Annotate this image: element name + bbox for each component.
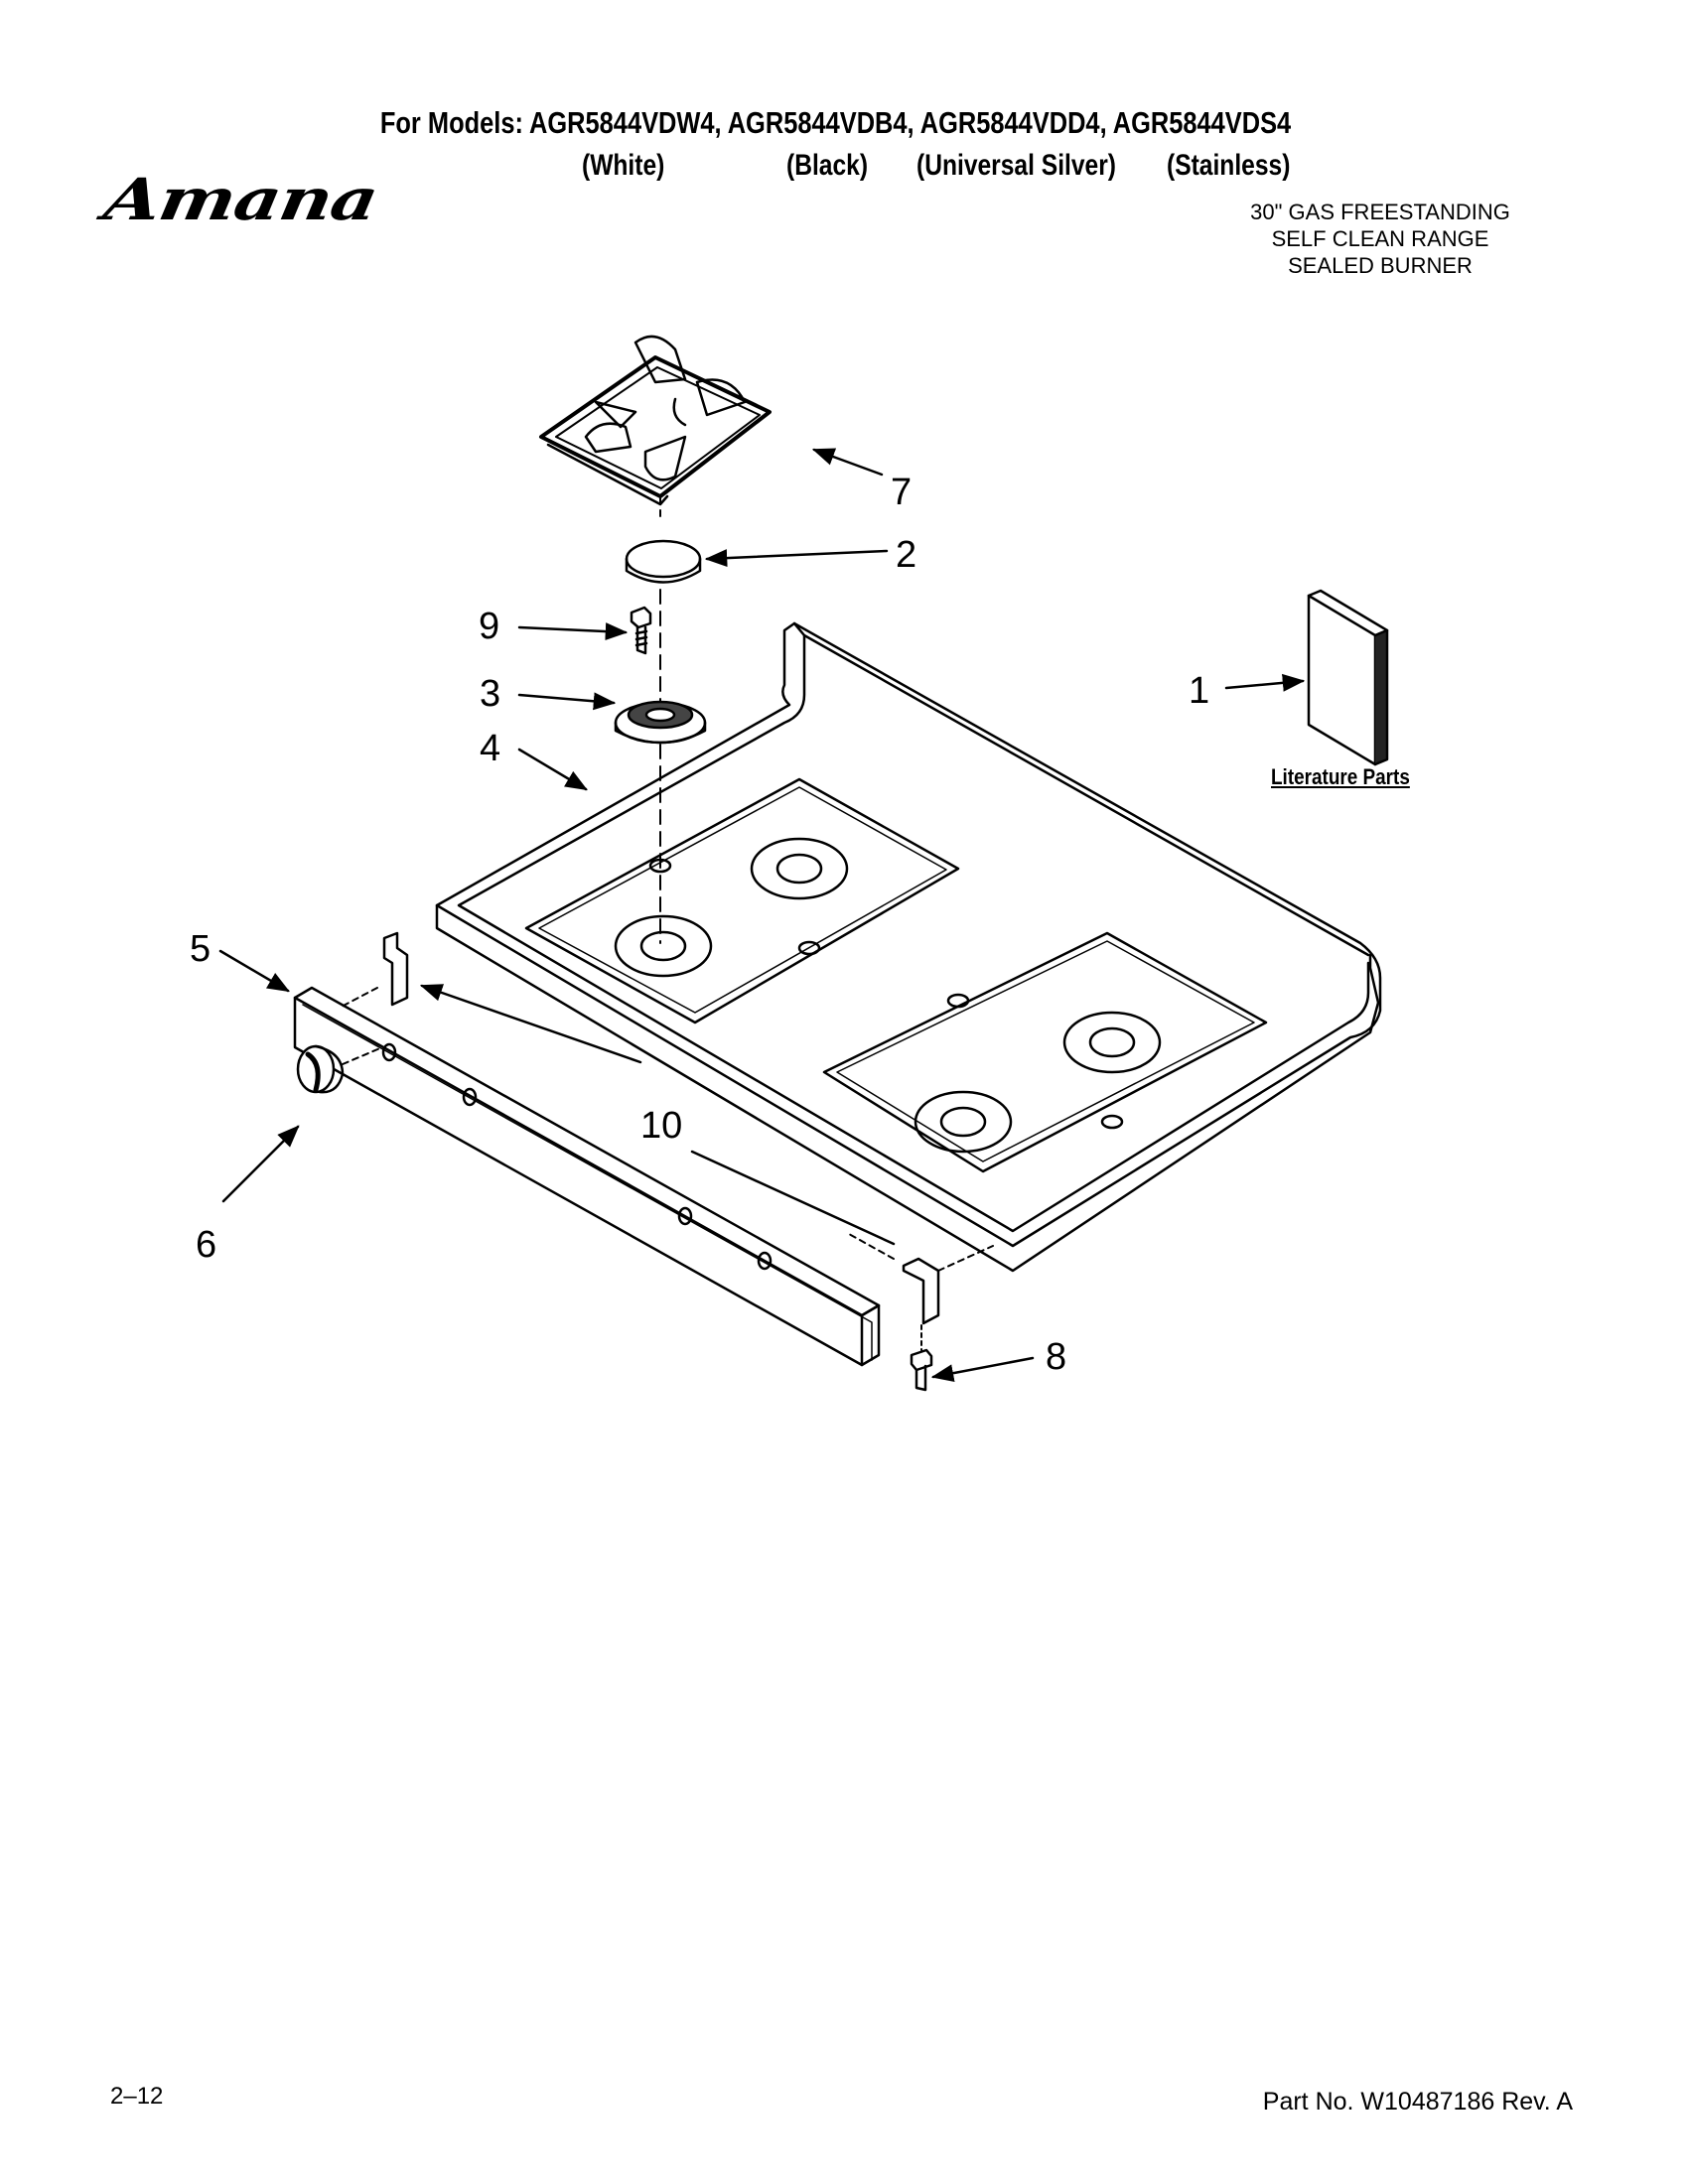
burner-grate xyxy=(539,335,772,517)
part-number: Part No. W10487186 Rev. A xyxy=(1262,2088,1573,2116)
color-label-white: (White) xyxy=(582,149,665,182)
bracket-left xyxy=(339,931,409,1009)
callout-8: 8 xyxy=(1046,1336,1067,1378)
screw-9 xyxy=(630,606,652,655)
color-label-black: (Black) xyxy=(786,149,869,182)
manifold-panel xyxy=(293,986,881,1367)
control-knob xyxy=(296,1044,383,1094)
callout-10: 10 xyxy=(640,1105,683,1147)
literature-booklet xyxy=(1307,589,1389,766)
callout-2: 2 xyxy=(896,534,917,576)
literature-parts-label: Literature Parts xyxy=(1271,764,1410,789)
models-header: For Models: AGR5844VDW4, AGR5844VDB4, AG… xyxy=(379,105,1292,140)
product-description: 30" GAS FREESTANDING SELF CLEAN RANGE SE… xyxy=(1201,199,1559,279)
description-line: SELF CLEAN RANGE xyxy=(1271,226,1489,251)
description-line: SEALED BURNER xyxy=(1288,253,1473,278)
callout-3: 3 xyxy=(480,673,501,715)
burner-cap xyxy=(625,539,702,716)
callout-4: 4 xyxy=(480,728,501,769)
bracket-right xyxy=(848,1233,994,1392)
callout-1: 1 xyxy=(1189,670,1210,712)
callout-9: 9 xyxy=(479,606,500,647)
callout-7: 7 xyxy=(891,472,913,513)
callout-5: 5 xyxy=(190,928,211,970)
description-line: 30" GAS FREESTANDING xyxy=(1250,200,1510,224)
color-label-universal-silver: (Universal Silver) xyxy=(916,149,1117,182)
color-label-stainless: (Stainless) xyxy=(1167,149,1291,182)
page-number: 2–12 xyxy=(110,2083,164,2110)
cooktop xyxy=(435,621,1382,1273)
callout-6: 6 xyxy=(196,1224,217,1266)
burner-base xyxy=(614,700,707,944)
